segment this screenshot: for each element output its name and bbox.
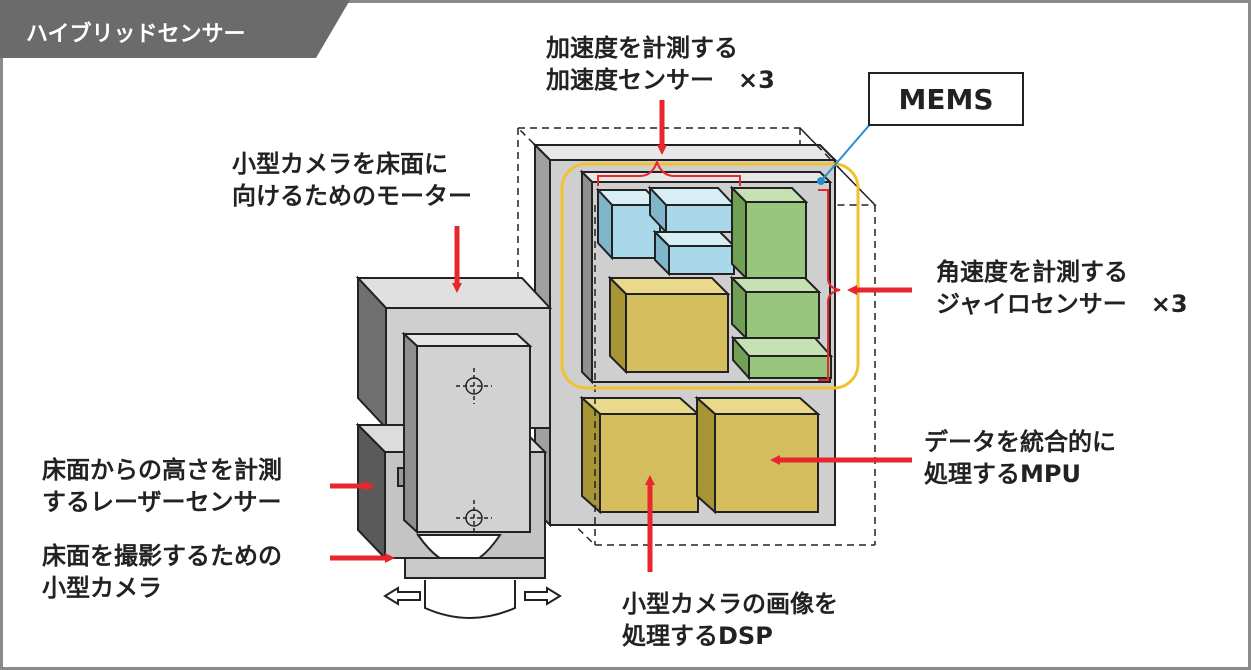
header-title: ハイブリッドセンサー — [26, 22, 246, 47]
mems-leader-line — [821, 121, 873, 181]
alignment-marks — [456, 368, 492, 536]
accel-label-line2: 加速度センサー ×3 — [546, 66, 775, 94]
header-tab — [0, 0, 350, 58]
accel-sensors — [595, 185, 737, 277]
dsp-label: 小型カメラの画像を 処理するDSP — [622, 588, 838, 652]
camera-label-line2: 小型カメラ — [42, 574, 162, 602]
mpu-label: データを統合的に 処理するMPU — [924, 426, 1116, 490]
accel-sensor — [652, 229, 737, 277]
accel-label-line1: 加速度を計測する — [546, 34, 738, 62]
camera-label-line1: 床面を撮影するための — [42, 542, 282, 570]
gyro-bracket — [818, 189, 841, 381]
motor-label-line2: 向けるためのモーター — [232, 182, 472, 210]
gyro-label-line1: 角速度を計測する — [936, 258, 1128, 286]
motor-camera-assembly — [355, 275, 562, 619]
dashed-enclosure-front — [594, 127, 876, 545]
accel-bracket — [597, 159, 741, 186]
motor-label: 小型カメラを床面に 向けるためのモーター — [232, 148, 472, 212]
laser-label-line2: するレーザーセンサー — [42, 488, 282, 516]
mems-label: MEMS — [898, 82, 994, 116]
gyro-sensor — [729, 275, 822, 341]
motor-label-line1: 小型カメラを床面に — [232, 150, 448, 178]
accel-label: 加速度を計測する 加速度センサー ×3 — [546, 32, 775, 96]
mpu-label-line2: 処理するMPU — [924, 460, 1081, 488]
camera-label: 床面を撮影するための 小型カメラ — [42, 540, 282, 604]
mems-leader-dot — [817, 177, 825, 185]
mems-outline — [560, 162, 860, 390]
gyro-label: 角速度を計測する ジャイロセンサー ×3 — [936, 256, 1188, 320]
gyro-sensor — [729, 185, 809, 281]
mpu-label-line1: データを統合的に — [924, 428, 1116, 456]
mpu-chip — [694, 395, 821, 515]
dsp-label-line2: 処理するDSP — [622, 622, 773, 650]
laser-label: 床面からの高さを計測 するレーザーセンサー — [42, 454, 282, 518]
gyro-sensor — [730, 335, 834, 381]
mems-chip — [607, 275, 731, 375]
dsp-label-line1: 小型カメラの画像を — [622, 590, 838, 618]
mems-label-box: MEMS — [868, 72, 1024, 126]
dsp-chip — [579, 395, 701, 515]
gyro-sensors — [729, 185, 834, 381]
annotation-arrows — [330, 100, 912, 572]
laser-label-line1: 床面からの高さを計測 — [42, 456, 282, 484]
accel-sensor — [647, 185, 737, 235]
gyro-label-line2: ジャイロセンサー ×3 — [936, 290, 1188, 318]
